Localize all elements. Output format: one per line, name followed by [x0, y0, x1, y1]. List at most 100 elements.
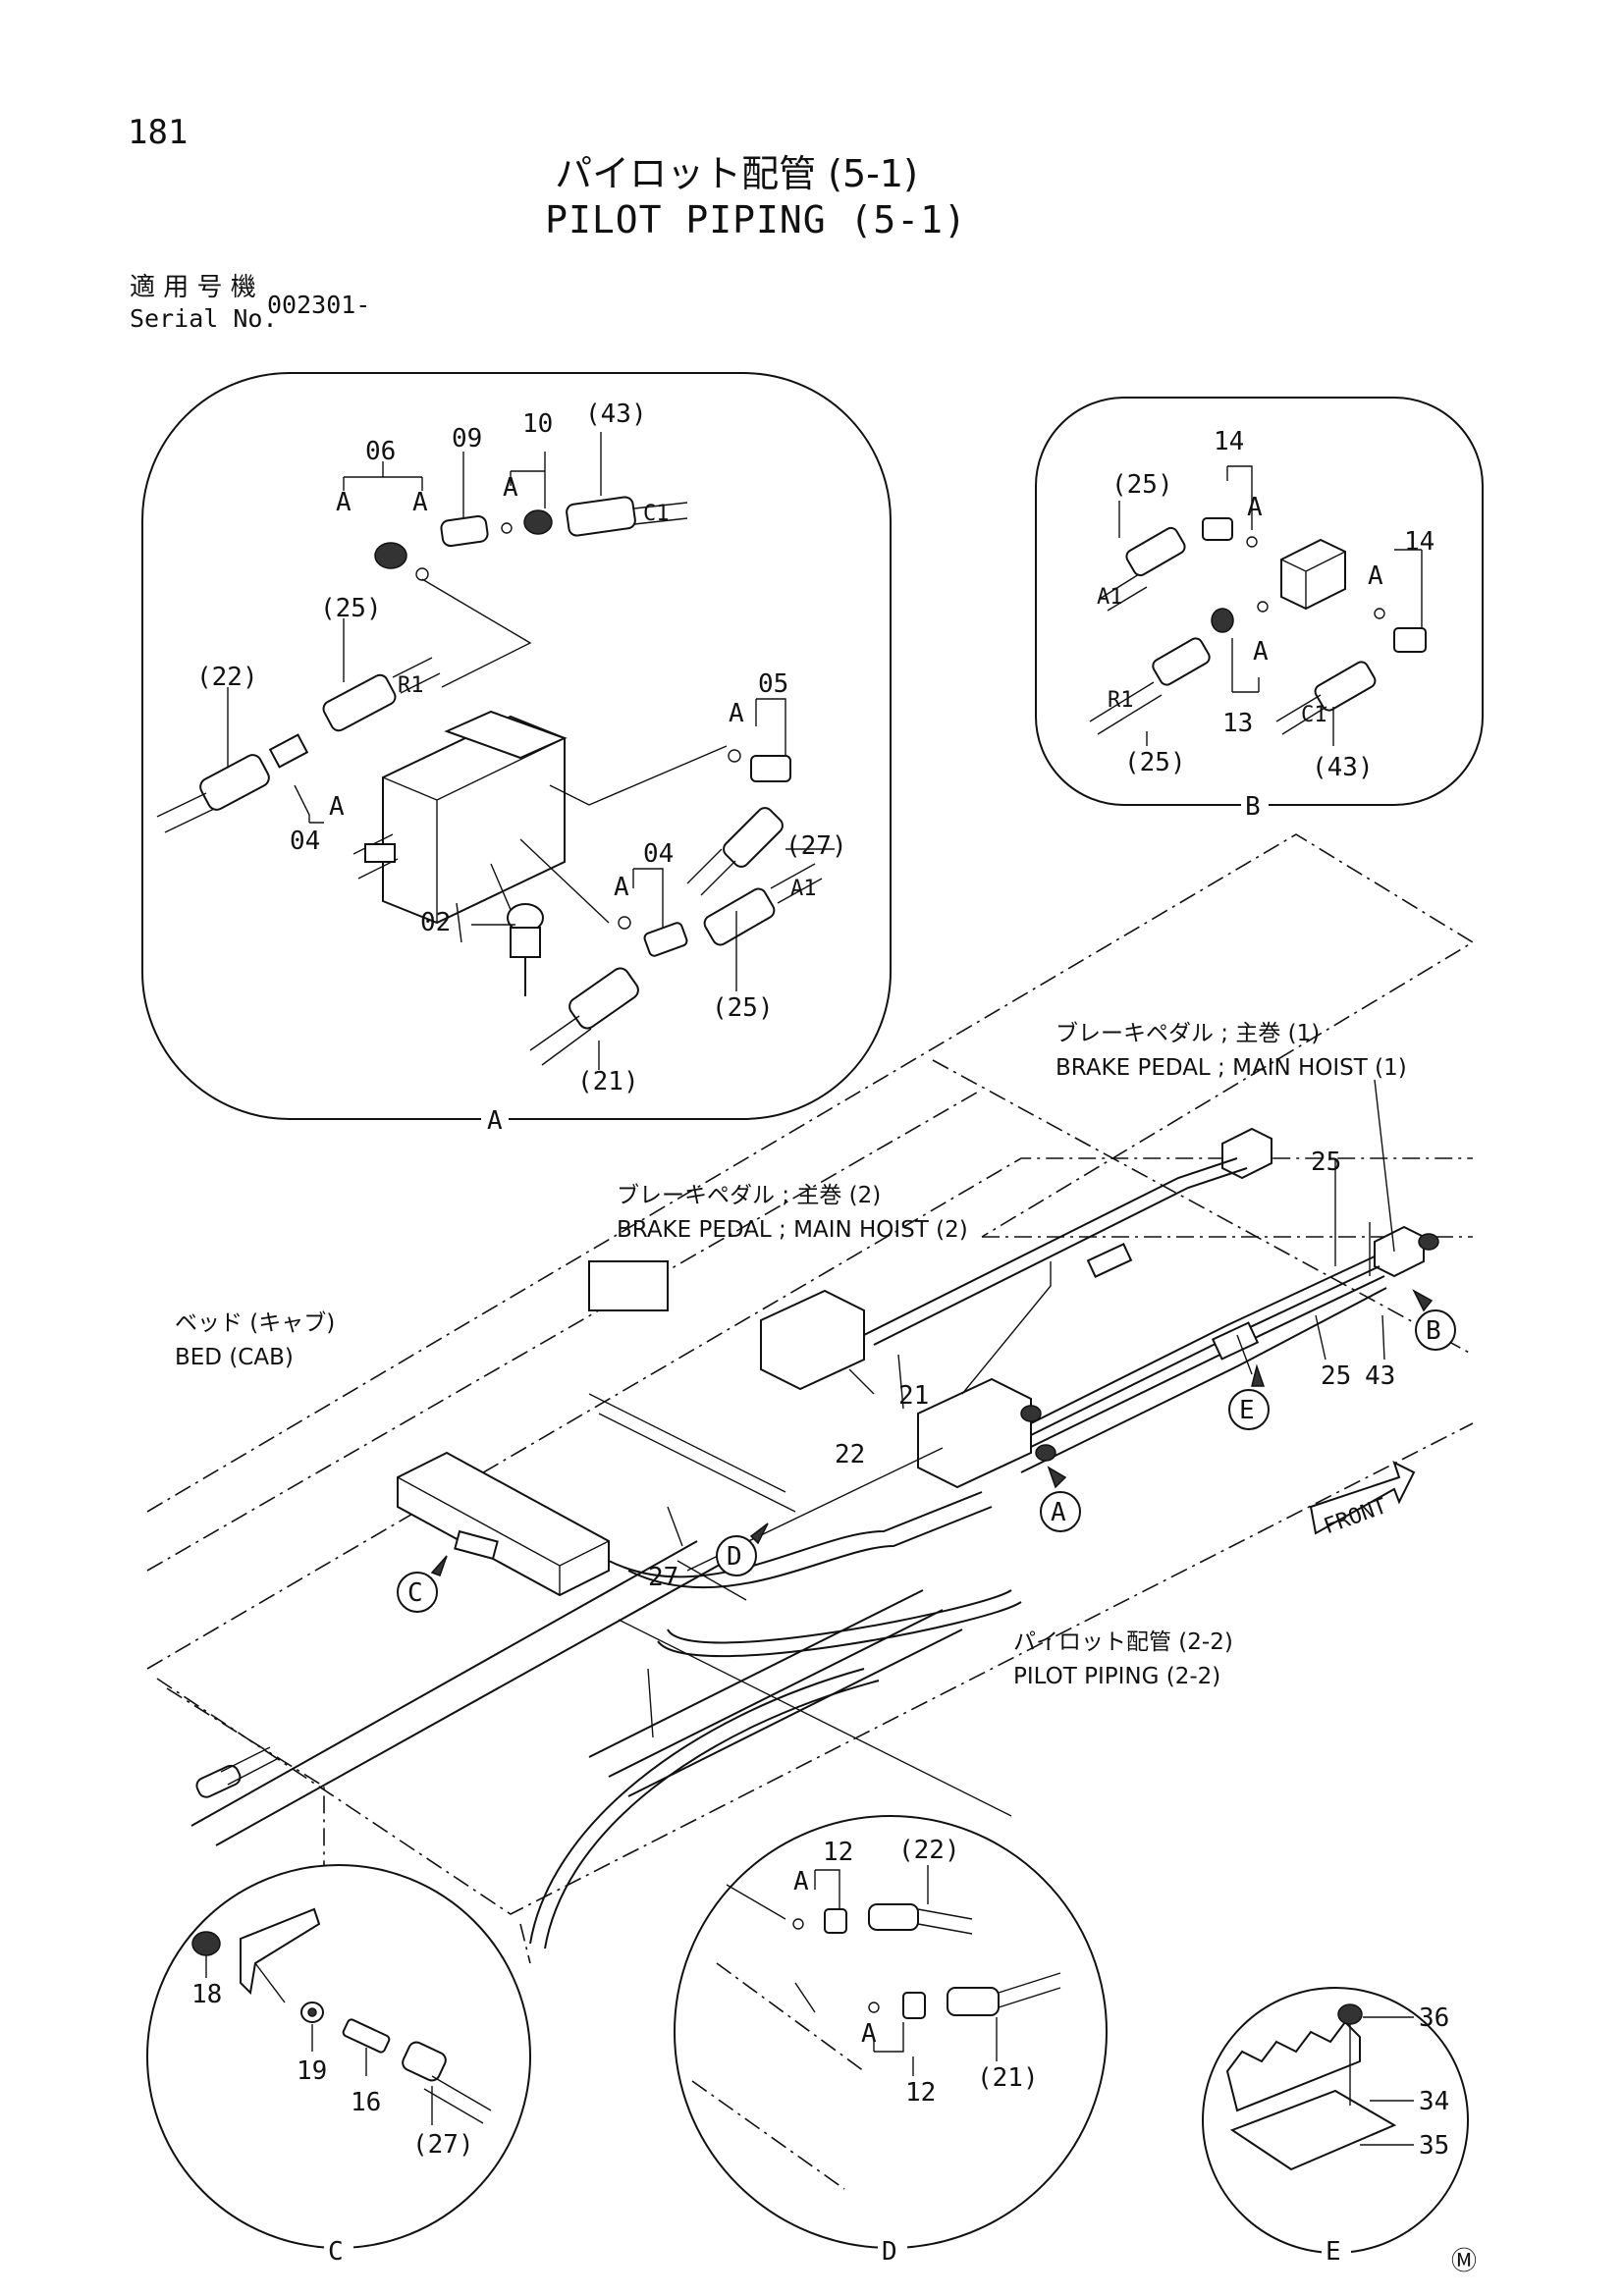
detail-b: B 14 (25) A 14 A A1 A R1 C1 13 (25) (43) — [1035, 397, 1484, 822]
label-a-10: 10 — [522, 409, 553, 439]
detail-d-frame — [674, 1815, 1108, 2249]
detail-c-frame — [146, 1864, 531, 2249]
label-b-a3: A — [1253, 637, 1269, 667]
marker-a: A — [1040, 1466, 1081, 1532]
label-b-a2: A — [1368, 561, 1383, 591]
part-21: 21 — [898, 1381, 929, 1411]
label-a-22: (22) — [196, 663, 258, 692]
label-c-19: 19 — [297, 2056, 327, 2086]
elbow-05 — [728, 749, 791, 782]
detail-a: A — [141, 372, 892, 1136]
callout-pilot-piping-22-jp: パイロット配管 (2-2) — [1013, 1629, 1233, 1655]
label-a-43: (43) — [585, 400, 647, 429]
label-b-r1: R1 — [1108, 688, 1134, 713]
marker-e: E — [1228, 1363, 1270, 1430]
hose-25-upper — [322, 657, 441, 732]
svg-text:E: E — [1239, 1396, 1255, 1425]
part-43: 43 — [1365, 1362, 1395, 1391]
label-e-35: 35 — [1419, 2131, 1449, 2161]
label-a-25-lower: (25) — [712, 993, 774, 1023]
label-a-09: 09 — [452, 424, 482, 454]
callout-bed-jp: ベッド (キャブ) — [175, 1310, 335, 1336]
label-a-a3: A — [503, 473, 518, 503]
serial-number-value: 002301- — [267, 291, 371, 319]
label-a-02: 02 — [420, 908, 451, 937]
label-d-a-top: A — [793, 1867, 809, 1896]
main-assembly-view: FRONT A B C D E — [146, 833, 1475, 1964]
label-e-36: 36 — [1419, 2003, 1449, 2033]
detail-b-caption: B — [1245, 792, 1261, 822]
label-d-12-top: 12 — [823, 1838, 853, 1867]
serial-label-japanese: 適 用 号 機 — [130, 273, 256, 302]
label-a-05: 05 — [758, 669, 788, 699]
pressure-switch-02 — [507, 903, 544, 996]
part-22: 22 — [835, 1440, 865, 1469]
part-25-lower: 25 — [1321, 1362, 1351, 1391]
label-c-18: 18 — [191, 1980, 222, 2009]
fitting-09 — [440, 509, 553, 548]
detail-e: E 36 34 35 — [1202, 1987, 1469, 2267]
label-a-04-left: 04 — [290, 827, 320, 856]
hose-43-end — [566, 496, 688, 537]
hose-21 — [529, 967, 639, 1066]
label-d-21: (21) — [977, 2063, 1039, 2093]
label-b-43: (43) — [1312, 753, 1374, 782]
label-b-25-top: (25) — [1111, 470, 1173, 500]
front-arrow: FRONT — [1309, 1461, 1416, 1539]
page-title-japanese: パイロット配管 (5-1) — [555, 152, 918, 195]
label-c-16: 16 — [351, 2088, 381, 2117]
callout-pilot-piping-22-en: PILOT PIPING (2-2) — [1013, 1664, 1220, 1689]
footer-mark: Ⓜ — [1451, 2247, 1477, 2276]
label-d-22: (22) — [898, 1836, 960, 1865]
part-25-upper: 25 — [1311, 1148, 1341, 1177]
label-a-r1: R1 — [398, 673, 424, 698]
label-b-14-top: 14 — [1214, 427, 1244, 456]
label-a-04-right: 04 — [643, 839, 674, 869]
detail-d-caption: D — [882, 2237, 897, 2267]
hose-27 — [686, 807, 784, 896]
marker-c: C — [397, 1555, 448, 1613]
label-b-a1: A — [1247, 493, 1263, 522]
label-b-13: 13 — [1222, 709, 1253, 738]
svg-text:A: A — [1051, 1498, 1066, 1527]
label-a-c1: C1 — [643, 502, 670, 526]
marker-d: D — [716, 1522, 769, 1576]
label-b-a1-hose: A1 — [1097, 585, 1123, 610]
label-a-a1-hose: A1 — [790, 877, 817, 901]
label-b-c1: C1 — [1301, 703, 1327, 727]
label-a-a2: A — [412, 488, 428, 517]
detail-e-caption: E — [1326, 2237, 1341, 2267]
svg-text:D: D — [727, 1542, 742, 1572]
control-valve-block — [352, 710, 568, 943]
part-27: 27 — [648, 1563, 678, 1592]
label-a-27: (27) — [785, 831, 847, 861]
label-a-21: (21) — [577, 1067, 639, 1096]
hose-22 — [156, 733, 309, 833]
block-fitting — [1280, 538, 1346, 611]
callout-brake-pedal-1-en: BRAKE PEDAL ; MAIN HOIST (1) — [1056, 1055, 1407, 1081]
label-b-14-right: 14 — [1404, 527, 1435, 557]
fitting-06 — [374, 542, 429, 581]
serial-label-english: Serial No. — [130, 304, 278, 333]
label-a-06: 06 — [365, 437, 396, 466]
marker-b: B — [1412, 1289, 1456, 1351]
label-b-25-bottom: (25) — [1124, 748, 1186, 777]
tee-04-lower — [618, 916, 688, 957]
page-title-english: PILOT PIPING (5-1) — [545, 198, 967, 241]
label-e-34: 34 — [1419, 2087, 1449, 2116]
callout-brake-pedal-1-jp: ブレーキペダル ; 主巻 (1) — [1056, 1021, 1320, 1046]
label-a-a1: A — [336, 488, 352, 517]
detail-a-caption: A — [487, 1106, 503, 1136]
detail-d: D 12 (22) A A 12 (21) — [674, 1815, 1108, 2267]
label-c-27: (27) — [412, 2130, 474, 2160]
callout-bed-en: BED (CAB) — [175, 1345, 294, 1370]
hose-25-lower — [703, 863, 823, 946]
callout-brake-pedal-2-en: BRAKE PEDAL ; MAIN HOIST (2) — [617, 1217, 968, 1243]
label-a-a6: A — [614, 873, 629, 902]
detail-a-frame — [141, 372, 892, 1120]
detail-c-caption: C — [328, 2237, 344, 2267]
page-number: 181 — [128, 113, 189, 152]
label-a-a5: A — [329, 792, 345, 822]
callout-brake-pedal-2-jp: ブレーキペダル ; 主巻 (2) — [617, 1183, 881, 1208]
